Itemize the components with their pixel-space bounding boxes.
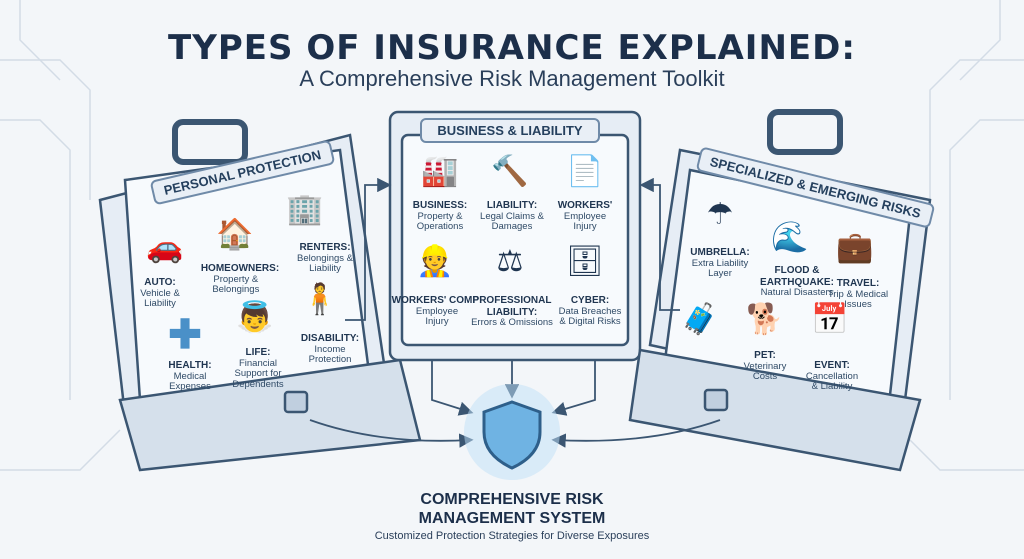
server-lock-icon: 🗄 (565, 245, 605, 278)
angel-wings-icon: 👼 (236, 301, 274, 334)
item-desc: Employee Injury (563, 210, 607, 233)
professional-liability-item: PROFESSIONAL LIABILITY:Errors & Omission… (471, 295, 553, 329)
item-label: EVENT: (814, 360, 850, 371)
item-label: HEALTH: (168, 360, 212, 371)
system-subtitle: Customized Protection Strategies for Div… (374, 530, 650, 542)
person-crutch-icon: 🧍 (301, 283, 339, 316)
item-label: LIABILITY: (486, 200, 538, 211)
suitcase-plane-icon: 💼 (836, 231, 874, 264)
wave-crack-icon: 🌊 (771, 221, 809, 254)
item-label: PROFESSIONAL LIABILITY: (472, 295, 552, 318)
item-label: UMBRELLA: (690, 247, 750, 258)
homeowners-item: HOMEOWNERS:Property & Belongings (201, 263, 279, 296)
business-item: BUSINESS:Property & Operations (409, 200, 471, 233)
document-shield-icon: 📄 (566, 155, 604, 188)
luggage-icon: 🧳 (681, 303, 719, 336)
house-family-icon: 🏠 (216, 218, 254, 251)
auto-item: AUTO:Vehicle & Liability (130, 277, 190, 310)
item-desc: Medical Expenses (169, 370, 211, 393)
life-item: LIFE:Financial Support for Dependents (223, 347, 293, 391)
item-desc: Veterinary Costs (743, 360, 787, 383)
item-label: AUTO: (144, 277, 176, 288)
item-label: LIFE: (245, 347, 271, 358)
item-label: FLOOD & EARTHQUAKE: (760, 265, 834, 288)
liability-item: LIABILITY:Legal Claims & Damages (477, 200, 547, 233)
item-label: CYBER: (570, 295, 610, 306)
item-desc: Cancellation & Liability (805, 370, 859, 393)
item-desc: Extra Liability Layer (691, 257, 749, 280)
health-item: HEALTH:Medical Expenses (160, 360, 220, 393)
car-shield-icon: 🚗 (146, 231, 184, 264)
event-calendar-icon: 📅 (811, 303, 849, 336)
medical-cross-icon: ✚ (168, 313, 202, 357)
item-desc: Belongings & Liability (297, 252, 353, 275)
umbrella-icon: ☂ (706, 198, 734, 231)
building-lock-icon: 🏢 (286, 193, 324, 226)
item-label: WORKERS' COMP: (391, 295, 483, 306)
item-desc: Employee Injury (415, 305, 459, 328)
item-desc: Trip & Medical Issues (827, 288, 889, 311)
item-desc: Legal Claims & Damages (480, 210, 544, 233)
travel-item: TRAVEL:Trip & Medical Issues (826, 278, 891, 311)
page-subtitle: A Comprehensive Risk Management Toolkit (299, 66, 725, 91)
pet-item: PET:Veterinary Costs (738, 350, 793, 383)
item-label: HOMEOWNERS: (200, 263, 280, 274)
item-desc: Property & Belongings (212, 273, 260, 296)
renters-item: RENTERS:Belongings & Liability (290, 242, 360, 275)
certificate-scales-icon: ⚖ (496, 245, 524, 278)
item-label: PET: (754, 350, 776, 361)
system-title: COMPREHENSIVE RISK MANAGEMENT SYSTEM (418, 491, 606, 528)
hardhat-worker-icon: 👷 (416, 245, 454, 278)
page-title: TYPES OF INSURANCE EXPLAINED: (168, 28, 856, 68)
factory-gear-icon: 🏭 (421, 155, 459, 188)
dog-cat-icon: 🐕 (746, 303, 784, 336)
workers-item: WORKERS'Employee Injury (558, 200, 613, 233)
item-desc: Errors & Omissions (471, 317, 553, 328)
flood-earthquake-item: FLOOD & EARTHQUAKE:Natural Disasters (757, 265, 837, 299)
item-desc: Data Breaches & Digital Risks (558, 305, 622, 328)
item-label: RENTERS: (299, 242, 351, 253)
item-label: DISABILITY: (300, 333, 360, 344)
specialized-risks-case (628, 109, 932, 472)
item-label: TRAVEL: (836, 278, 880, 289)
cyber-item: CYBER:Data Breaches & Digital Risks (555, 295, 625, 328)
business-liability-panel (388, 110, 642, 362)
gavel-shield-icon: 🔨 (491, 155, 529, 188)
event-item: EVENT:Cancellation & Liability (802, 360, 862, 393)
item-label: BUSINESS: (412, 200, 468, 211)
item-desc: Income Protection (308, 343, 352, 366)
business-liability-header: BUSINESS & LIABILITY (420, 118, 600, 143)
item-desc: Property & Operations (416, 210, 464, 233)
disability-item: DISABILITY:Income Protection (300, 333, 360, 366)
umbrella-item: UMBRELLA:Extra Liability Layer (685, 247, 755, 280)
workers-comp-item: WORKERS' COMP:Employee Injury (392, 295, 483, 328)
shield-icon (464, 384, 560, 480)
item-label: WORKERS' (557, 200, 613, 211)
item-desc: Financial Support for Dependents (232, 357, 284, 391)
item-desc: Natural Disasters (760, 287, 834, 298)
item-desc: Vehicle & Liability (140, 287, 180, 310)
